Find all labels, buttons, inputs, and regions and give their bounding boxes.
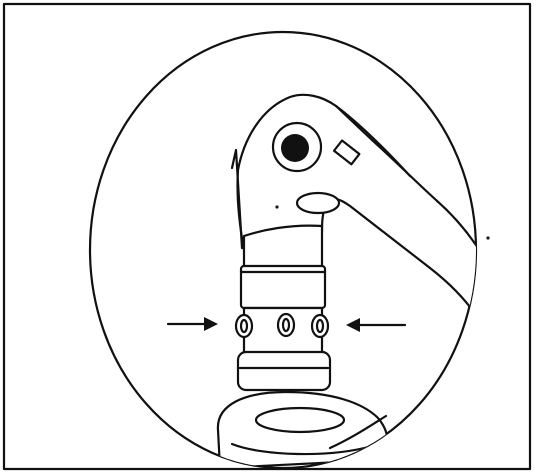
collet-right	[310, 313, 330, 339]
split-collets	[234, 312, 330, 339]
boss-rim	[254, 406, 346, 434]
contact-pad	[295, 191, 341, 215]
arrow-right-icon	[166, 317, 218, 331]
rocker-arm-edge	[334, 104, 412, 178]
collet-left	[234, 313, 254, 339]
speck	[486, 236, 490, 240]
collet-center	[276, 312, 296, 338]
arrow-left-icon	[346, 318, 407, 332]
valve-stem	[242, 224, 324, 272]
speck	[275, 205, 279, 209]
adjuster-slot	[332, 139, 361, 166]
bracket-edge	[230, 148, 244, 250]
valve-guide-collar	[236, 350, 332, 392]
pivot-hole	[281, 134, 309, 162]
